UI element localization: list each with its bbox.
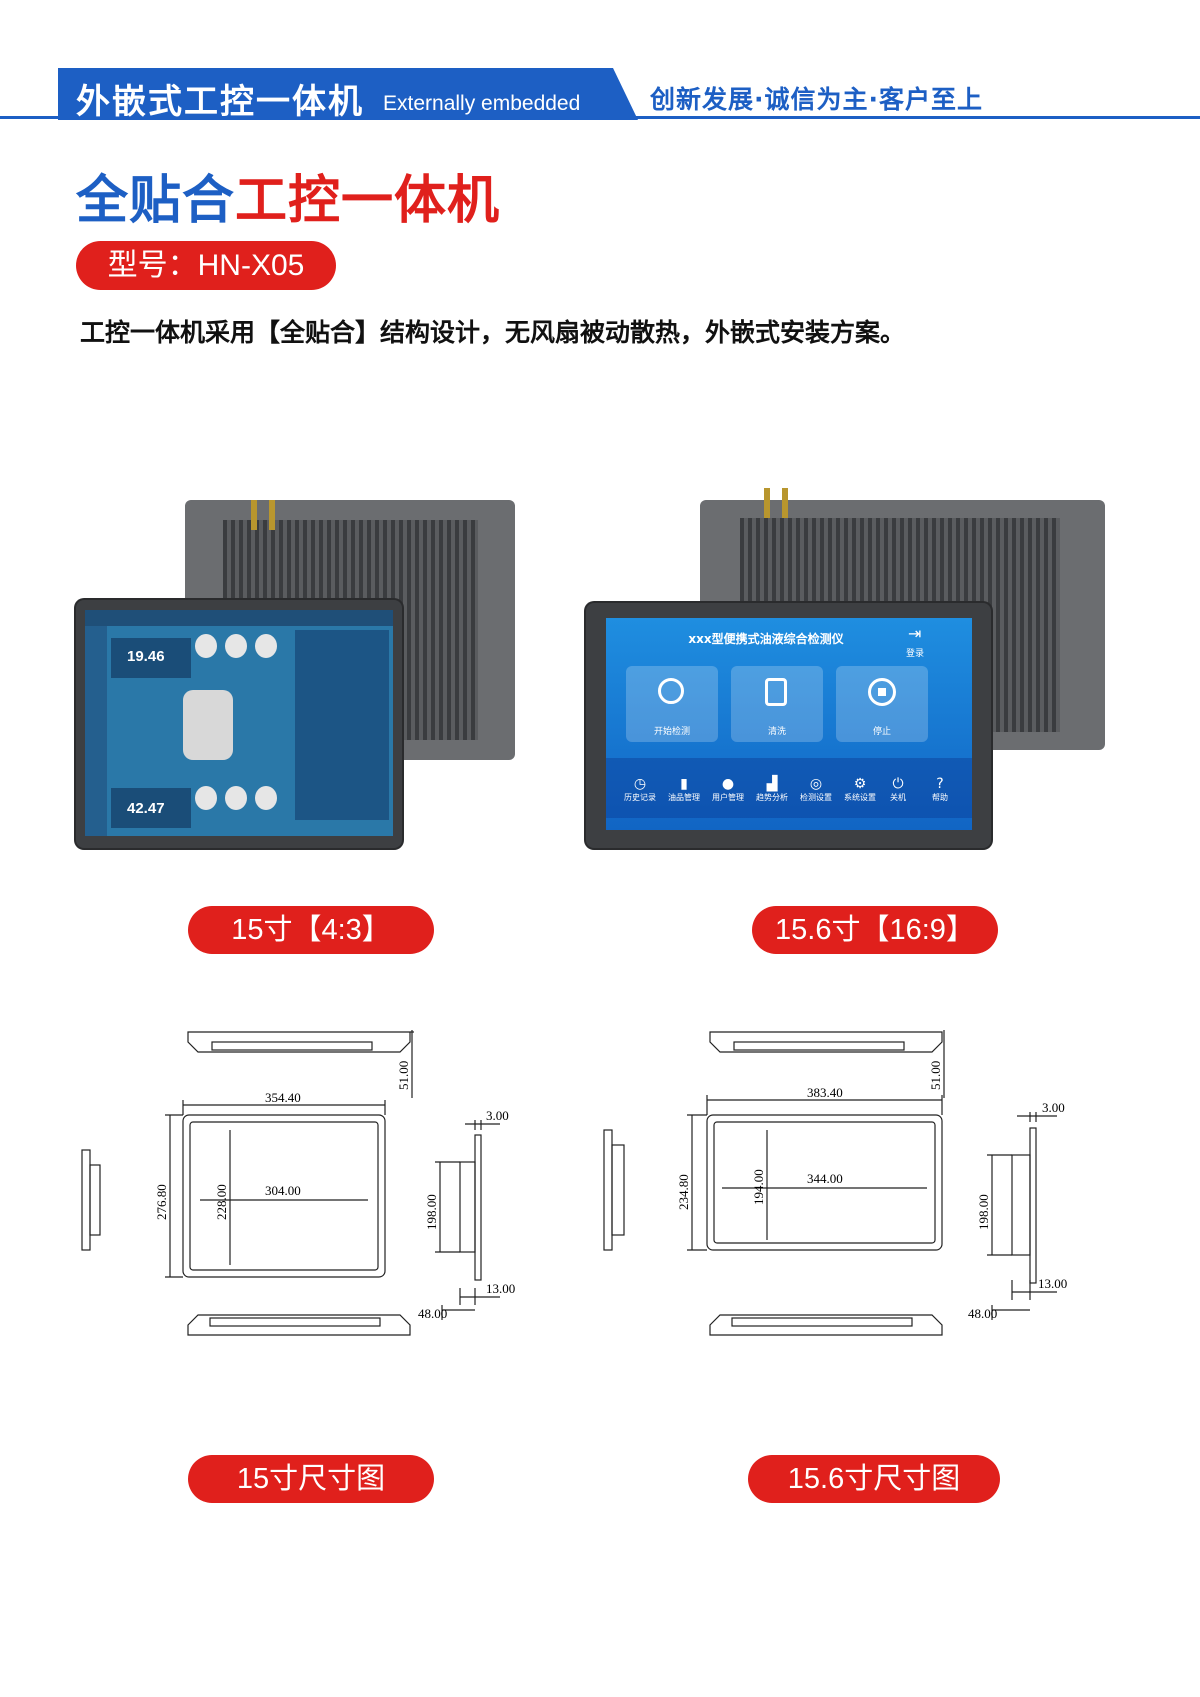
trend-icon: ▟ [766, 776, 778, 792]
power-icon: ⏻ [892, 776, 904, 792]
dim-156-thickness: 3.00 [1042, 1100, 1065, 1115]
login-icon[interactable]: ⇥ [908, 624, 922, 643]
tile-clean-label: 清洗 [767, 727, 786, 737]
screen-value-bottom: 42.47 [127, 800, 165, 817]
stop-icon [868, 678, 896, 706]
dim-15-depth: 51.00 [396, 1061, 411, 1090]
header-banner [58, 68, 638, 120]
monitor-15-photo: 19.46 42.47 [70, 455, 520, 855]
menu-user[interactable]: ●用户管理 [706, 776, 750, 803]
dim-15-side-b: 48.00 [418, 1306, 447, 1321]
dim-156-outer-width: 383.40 [807, 1085, 843, 1100]
menu-shutdown[interactable]: ⏻关机 [878, 776, 918, 803]
dim-156-depth: 51.00 [928, 1061, 943, 1090]
tile-stop[interactable]: 停止 [836, 666, 928, 742]
screen-value-top: 19.46 [127, 648, 165, 665]
menu-oil[interactable]: ▮油品管理 [662, 776, 706, 803]
label-drawing-15: 15寸尺寸图 [188, 1455, 434, 1503]
dim-15-inner-height: 228.00 [214, 1184, 229, 1220]
header-subtitle: Externally embedded [383, 92, 581, 115]
dim-156-inner-width: 344.00 [807, 1171, 843, 1186]
help-icon: ? [936, 776, 944, 792]
menu-system-settings[interactable]: ⚙系统设置 [838, 776, 882, 803]
label-size-156: 15.6寸【16:9】 [752, 906, 998, 954]
label-drawing-156: 15.6寸尺寸图 [748, 1455, 1000, 1503]
menu-detect-settings[interactable]: ◎检测设置 [794, 776, 838, 803]
dim-15-side-a: 13.00 [486, 1281, 515, 1296]
dim-156-side-height: 198.00 [976, 1194, 991, 1230]
header-slogan: 创新发展·诚信为主·客户至上 [650, 85, 983, 114]
bottom-menu [606, 758, 972, 818]
label-size-15: 15寸【4:3】 [188, 906, 434, 954]
history-icon: ◷ [633, 776, 647, 792]
tile-stop-label: 停止 [872, 727, 891, 737]
start-icon [658, 678, 684, 704]
product-title-red: 工控一体机 [235, 171, 501, 231]
monitor-156-photo: xxx型便携式油液综合检测仪 ⇥ 登录 开始检测 清洗 停止 ◷历史记录 ▮油品… [580, 455, 1120, 855]
monitor-156-screen: xxx型便携式油液综合检测仪 ⇥ 登录 开始检测 清洗 停止 ◷历史记录 ▮油品… [606, 618, 972, 830]
oil-icon: ▮ [680, 776, 688, 792]
tile-start[interactable]: 开始检测 [626, 666, 718, 742]
monitor-15-front: 19.46 42.47 [76, 600, 402, 848]
dim-156-outer-height: 234.80 [676, 1174, 691, 1210]
tile-clean[interactable]: 清洗 [731, 666, 823, 742]
tile-start-label: 开始检测 [653, 727, 690, 737]
monitor-15-screen: 19.46 42.47 [85, 610, 393, 836]
clean-icon [765, 678, 787, 706]
drawing-15: 354.40 304.00 276.80 228.00 51.00 3.00 1… [81, 1030, 515, 1336]
product-description: 工控一体机采用【全贴合】结构设计，无风扇被动散热，外嵌式安装方案。 [80, 318, 906, 347]
product-title-blue: 全贴合 [76, 171, 236, 231]
header-title: 外嵌式工控一体机 [76, 82, 364, 122]
dim-15-outer-width: 354.40 [265, 1090, 301, 1105]
dim-156-inner-height: 194.00 [751, 1169, 766, 1205]
menu-trend[interactable]: ▟趋势分析 [750, 776, 794, 803]
dim-15-outer-height: 276.80 [154, 1184, 169, 1220]
dim-15-side-height: 198.00 [424, 1194, 439, 1230]
target-icon: ◎ [809, 776, 823, 792]
product-title: 全贴合工控一体机 [76, 158, 500, 233]
dim-156-side-a: 13.00 [1038, 1276, 1067, 1291]
menu-history[interactable]: ◷历史记录 [618, 776, 662, 803]
dim-156-side-b: 48.00 [968, 1306, 997, 1321]
menu-help[interactable]: ?帮助 [918, 776, 962, 803]
gear-icon: ⚙ [853, 776, 867, 792]
app-title: xxx型便携式油液综合检测仪 [688, 632, 844, 646]
monitor-156-front: xxx型便携式油液综合检测仪 ⇥ 登录 开始检测 清洗 停止 ◷历史记录 ▮油品… [586, 603, 991, 848]
user-icon: ● [721, 776, 735, 792]
login-label: 登录 [906, 649, 925, 659]
model-badge: 型号：HN-X05 [76, 241, 336, 290]
drawing-156: 383.40 344.00 234.80 194.00 51.00 3.00 1… [603, 1030, 1067, 1336]
dim-15-inner-width: 304.00 [265, 1183, 301, 1198]
dim-15-thickness: 3.00 [486, 1108, 509, 1123]
